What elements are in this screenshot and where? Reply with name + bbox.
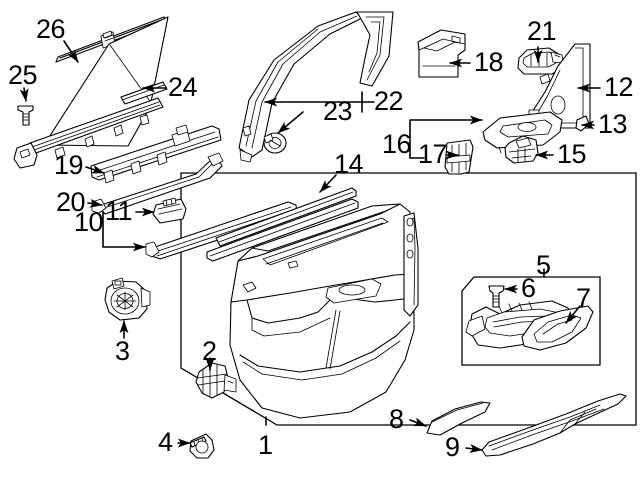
callout-5[interactable]: 5	[536, 250, 551, 280]
leader-8	[409, 417, 427, 427]
callout-24[interactable]: 24	[168, 72, 198, 102]
callout-9[interactable]: 9	[445, 432, 460, 462]
leader-26	[63, 40, 79, 63]
part-18-ashtray	[417, 29, 466, 78]
leader-16-upper	[409, 115, 483, 138]
callout-16[interactable]: 16	[382, 129, 412, 159]
part-15-switch-retainer	[504, 135, 539, 164]
part-25-screw	[17, 105, 34, 126]
callout-8[interactable]: 8	[389, 404, 404, 434]
callout-12[interactable]: 12	[604, 72, 634, 102]
leader-9	[465, 444, 483, 453]
part-4-bolt	[189, 433, 215, 459]
callout-4[interactable]: 4	[158, 427, 173, 457]
part-2-retainer-clip	[195, 362, 237, 399]
callout-18[interactable]: 18	[474, 47, 504, 77]
leader-14	[319, 174, 337, 193]
callout-22[interactable]: 22	[374, 86, 404, 116]
callout-25[interactable]: 25	[8, 60, 38, 90]
callout-14[interactable]: 14	[334, 149, 364, 179]
leader-19	[85, 164, 105, 174]
part-14-outer-molding	[206, 187, 359, 262]
part-22-b-pillar-trim	[238, 11, 394, 163]
part-16-switch-bezel	[482, 111, 563, 154]
part-11-clip	[152, 197, 187, 224]
part-3-speaker	[104, 277, 151, 321]
group-box-5	[461, 276, 601, 366]
part-12-c-pillar-trim	[526, 43, 591, 129]
callout-19[interactable]: 19	[54, 150, 84, 180]
callout-2[interactable]: 2	[202, 336, 217, 366]
callout-3[interactable]: 3	[115, 336, 130, 366]
leader-7	[565, 305, 581, 324]
leader-10	[102, 211, 146, 252]
part-26-sunshade-rod	[55, 16, 167, 63]
part-24-sunshade-panel	[13, 16, 169, 169]
part-19-weatherstrip	[90, 124, 222, 184]
callout-20[interactable]: 20	[56, 187, 86, 217]
part-8-insert-panel	[426, 401, 491, 436]
door-trim-panel-drawing	[229, 203, 419, 419]
leader-22-bracket	[361, 99, 375, 103]
leader-23	[277, 111, 304, 134]
callout-17[interactable]: 17	[418, 139, 448, 169]
callout-15[interactable]: 15	[557, 139, 587, 169]
callout-1[interactable]: 1	[258, 430, 273, 460]
callout-13[interactable]: 13	[598, 109, 628, 139]
part-23-grommet	[263, 132, 287, 154]
callout-26[interactable]: 26	[36, 14, 66, 44]
part-6-handle-screw	[488, 285, 505, 308]
callout-7[interactable]: 7	[576, 283, 591, 313]
leader-25	[19, 87, 29, 102]
callout-21[interactable]: 21	[527, 16, 557, 46]
part-20-run-channel	[91, 152, 224, 215]
leader-20	[87, 198, 103, 208]
part-9-applique-molding	[481, 393, 627, 457]
callout-6[interactable]: 6	[521, 273, 536, 303]
callout-23[interactable]: 23	[323, 96, 353, 126]
callout-10[interactable]: 10	[74, 207, 104, 237]
callout-11[interactable]: 11	[105, 196, 133, 226]
part-17-switch-clip	[444, 139, 474, 175]
